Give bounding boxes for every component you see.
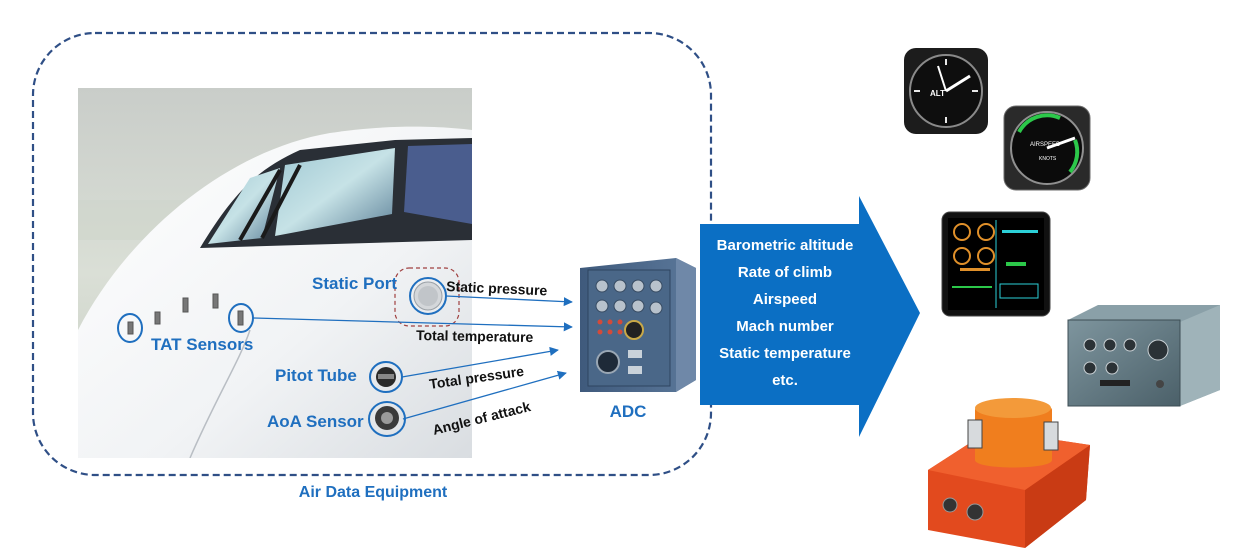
static-pressure-arrow (445, 295, 573, 307)
output-item: Static temperature (719, 345, 851, 362)
airspeed-indicator: AIRSPEED KNOTS (1003, 105, 1091, 191)
flight-recorder (928, 398, 1090, 548)
total-temperature-arrow (252, 317, 573, 332)
output-item: Mach number (736, 318, 834, 335)
air-data-equipment-label: Air Data Equipment (299, 484, 448, 501)
outputs-arrow (700, 196, 920, 437)
output-item: etc. (772, 372, 798, 389)
total-temperature-label: Total temperature (416, 327, 534, 345)
altimeter-text: ALT (930, 89, 945, 98)
adc-unit (580, 258, 696, 392)
tat-sensor-highlight-left (117, 313, 143, 343)
altimeter-instrument: ALT (904, 48, 988, 134)
output-item: Airspeed (752, 291, 818, 308)
total-pressure-arrow (401, 346, 559, 378)
glass-cockpit-display (941, 211, 1051, 317)
static-pressure-label: Static pressure (446, 278, 548, 298)
adc-label: ADC (610, 402, 647, 421)
aircraft-nose-photo (78, 88, 472, 458)
angle-of-attack-arrow (402, 370, 567, 420)
airspeed-unit-text: KNOTS (1039, 156, 1057, 162)
static-port-label: Static Port (312, 274, 397, 293)
air-data-equipment-boundary (31, 31, 713, 477)
outputs-list: Barometric altitude Rate of climb Airspe… (700, 232, 870, 394)
tat-sensors-label: TAT Sensors (151, 335, 253, 354)
avionics-lru-unit (1067, 305, 1220, 407)
airspeed-text: AIRSPEED (1030, 142, 1061, 148)
output-item: Rate of climb (737, 264, 833, 281)
output-item: Barometric altitude (716, 237, 854, 254)
aoa-sensor-label: AoA Sensor (267, 412, 364, 431)
pitot-tube-label: Pitot Tube (275, 366, 357, 385)
